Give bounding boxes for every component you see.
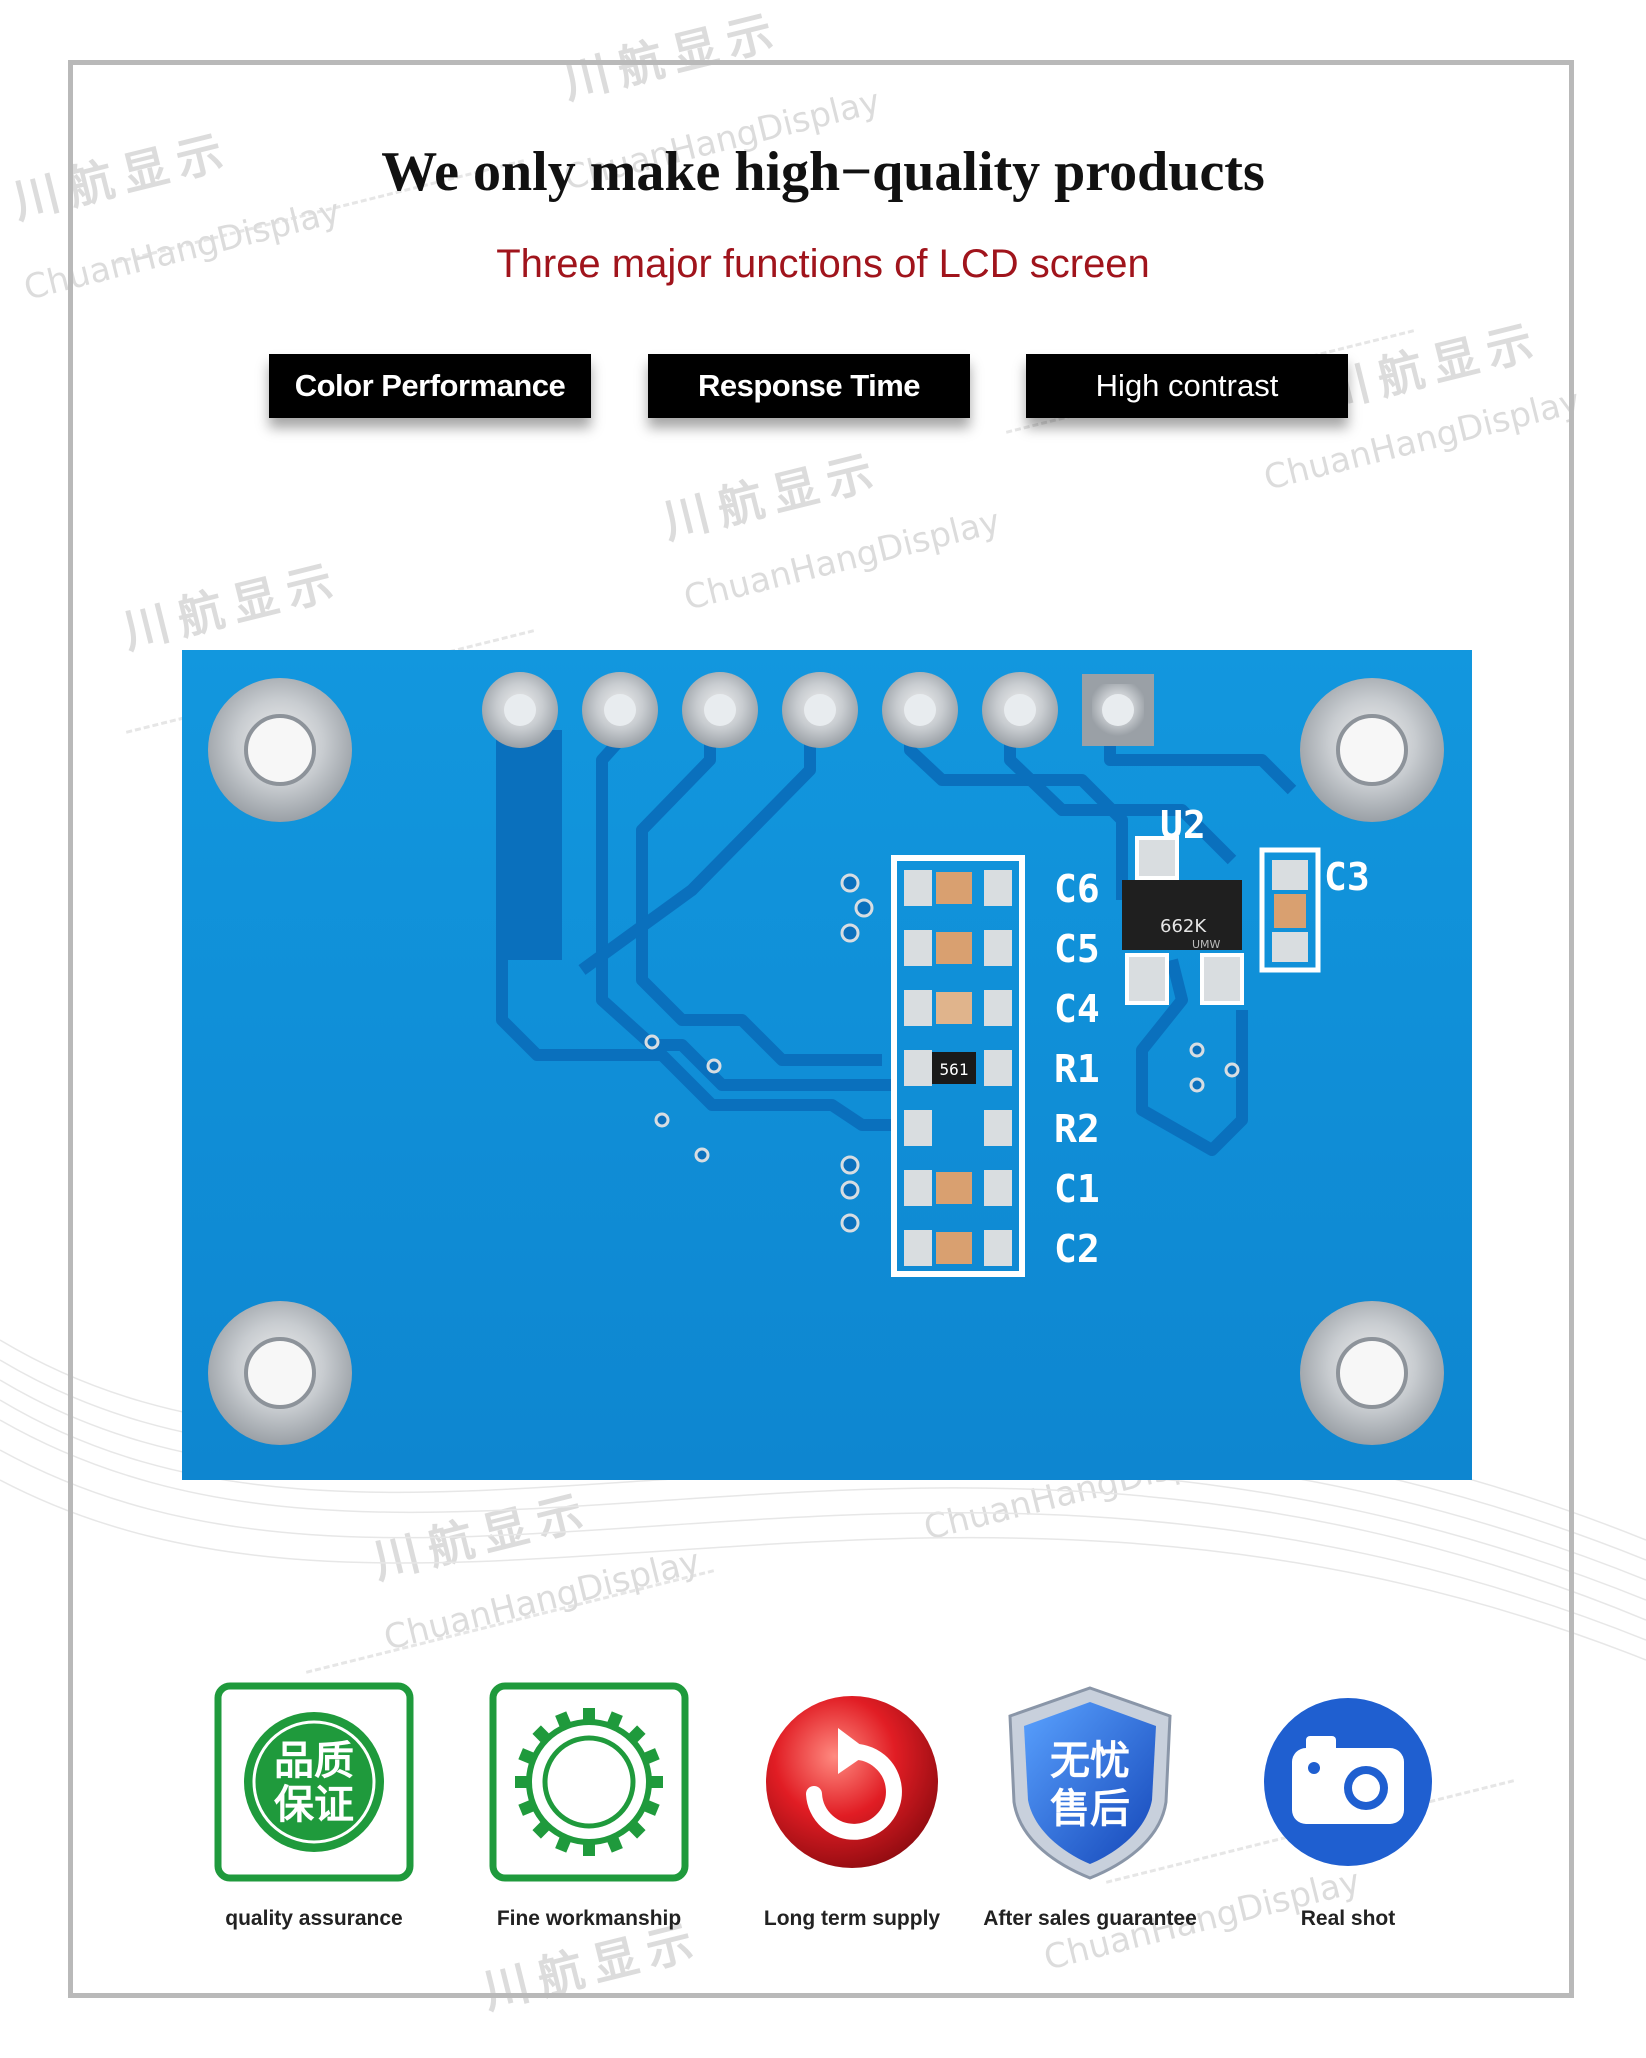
resistor-r1 xyxy=(932,1052,976,1084)
feature-quality-assurance: 品质 保证 quality assurance xyxy=(204,1682,424,1931)
feature-real-shot: Real shot xyxy=(1238,1682,1458,1931)
feature-label: Long term supply xyxy=(763,1907,941,1930)
silk-label-c4: C4 xyxy=(1054,987,1100,1031)
feature-long-term-supply: Long term supply xyxy=(742,1682,962,1931)
chip-marking: 662K xyxy=(1160,916,1207,937)
silk-label-c6: C6 xyxy=(1054,867,1100,911)
pcb-vias xyxy=(644,873,1240,1233)
feature-label: quality assurance xyxy=(225,1907,403,1930)
regulator-u2: 662K UMW xyxy=(1122,836,1244,1005)
camera-icon xyxy=(1264,1698,1432,1866)
tag-high-contrast: High contrast xyxy=(1026,354,1348,418)
gear-icon xyxy=(489,1682,689,1882)
feature-label: After sales guarantee xyxy=(983,1907,1197,1930)
pcb-board: 561 662K UMW C6 C5 C4 R1 R2 C1 C2 U2 C3 xyxy=(182,650,1472,1480)
page-title: We only make high−quality products xyxy=(381,141,1265,203)
silk-label-r1: R1 xyxy=(1054,1047,1100,1091)
refresh-arrow-icon xyxy=(766,1696,938,1868)
svg-text:品质: 品质 xyxy=(274,1738,354,1784)
chip-sub-marking: UMW xyxy=(1192,938,1221,951)
silk-label-c1: C1 xyxy=(1054,1167,1100,1211)
feature-fine-workmanship: Fine workmanship xyxy=(479,1682,699,1931)
svg-text:保证: 保证 xyxy=(274,1782,354,1828)
content-frame xyxy=(68,60,1574,1998)
silk-label-c5: C5 xyxy=(1054,927,1100,971)
resistor-marking: 561 xyxy=(940,1060,969,1079)
shield-icon: 无忧 售后 xyxy=(1008,1686,1172,1880)
tag-color-performance: Color Performance xyxy=(269,354,591,418)
feature-after-sales-guarantee: 无忧 售后 After sales guarantee xyxy=(980,1682,1200,1931)
capacitor-c3 xyxy=(1259,847,1321,973)
silk-label-u2: U2 xyxy=(1160,803,1206,847)
page-subtitle: Three major functions of LCD screen xyxy=(496,242,1150,286)
quality-badge-icon: 品质 保证 xyxy=(214,1682,414,1882)
pin-header xyxy=(482,672,1154,748)
silk-label-c2: C2 xyxy=(1054,1227,1100,1271)
mounting-holes xyxy=(208,678,1444,1445)
pcb-ground-plane xyxy=(502,730,562,960)
feature-label: Real shot xyxy=(1300,1907,1396,1930)
silkscreen-labels: C6 C5 C4 R1 R2 C1 C2 U2 C3 xyxy=(1054,803,1370,1271)
svg-text:售后: 售后 xyxy=(1050,1786,1130,1832)
svg-text:无忧: 无忧 xyxy=(1050,1738,1130,1784)
smd-component-block: 561 xyxy=(891,855,1025,1277)
tag-response-time: Response Time xyxy=(648,354,970,418)
silk-label-r2: R2 xyxy=(1054,1107,1100,1151)
feature-label: Fine workmanship xyxy=(496,1907,682,1930)
silk-label-c3: C3 xyxy=(1324,855,1370,899)
